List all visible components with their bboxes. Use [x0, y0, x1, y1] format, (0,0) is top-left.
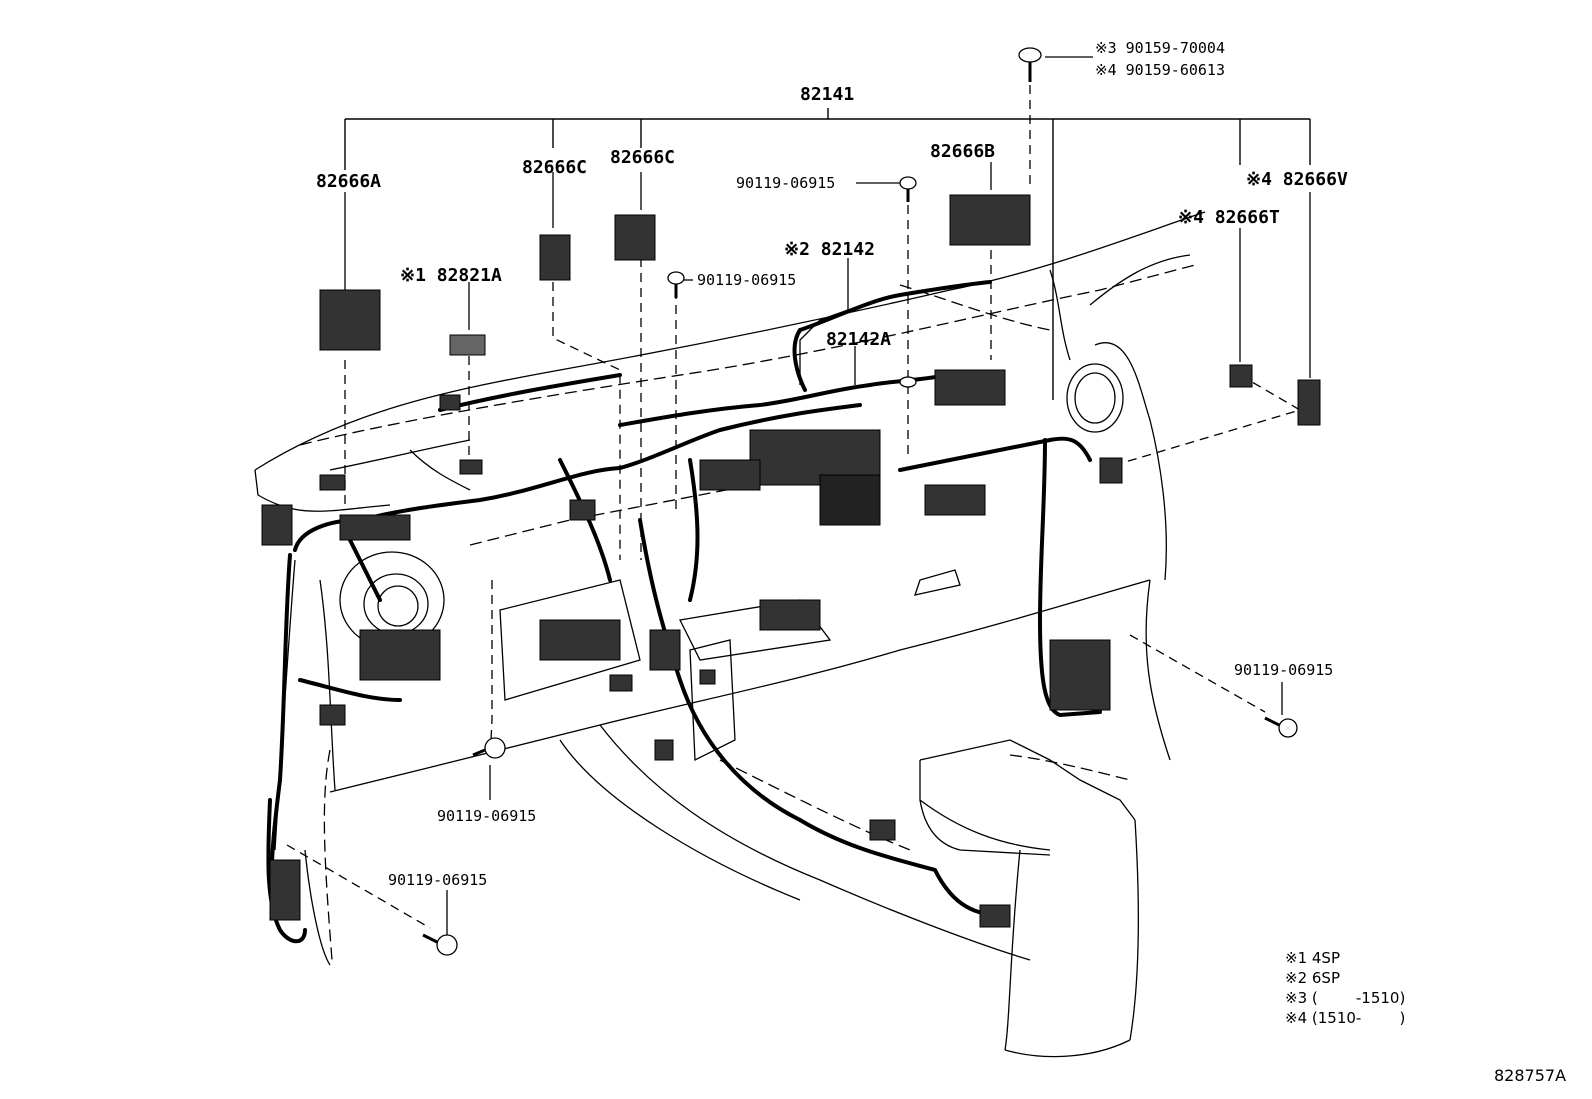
label-bolt-top-1: ※3 90159-70004 — [1095, 39, 1225, 57]
main-harness-bracket — [344, 108, 1311, 400]
body-reference-lines — [299, 264, 1196, 961]
label-bolt-a: 90119-06915 — [736, 174, 836, 192]
vent-outlet — [1066, 363, 1124, 433]
label-82821a: ※1 82821A — [400, 265, 502, 286]
label-82666v: ※4 82666V — [1246, 169, 1348, 190]
bolt-a-icon — [899, 176, 917, 202]
connector-82666b — [949, 194, 1031, 246]
label-82141: 82141 — [800, 84, 855, 105]
bolt-b-icon — [667, 271, 685, 298]
label-82142: ※2 82142 — [784, 239, 875, 260]
connector-82666v — [1297, 379, 1321, 426]
note-1: ※1 4SP — [1285, 949, 1340, 967]
label-bolt-top-2: ※4 90159-60613 — [1095, 61, 1225, 79]
bolt-d-icon — [472, 737, 506, 759]
label-bolt-d: 90119-06915 — [437, 807, 537, 825]
label-82666a: 82666A — [316, 171, 382, 192]
connectors — [261, 194, 1321, 928]
bolt-top-icon — [1018, 47, 1042, 82]
label-82666c-1: 82666C — [522, 157, 588, 178]
note-4: ※4 (1510- ) — [1285, 1009, 1406, 1027]
harness-wires — [266, 280, 1102, 944]
note-2: ※2 6SP — [1285, 969, 1340, 987]
label-82666b: 82666B — [930, 141, 996, 162]
label-82666c-2: 82666C — [610, 147, 676, 168]
label-82142a: 82142A — [826, 329, 892, 350]
connector-82666c-1 — [539, 234, 571, 281]
bolts — [422, 47, 1298, 956]
note-3: ※3 ( -1510) — [1285, 989, 1406, 1007]
instrument-panel-outline — [254, 211, 1206, 966]
label-bolt-b: 90119-06915 — [697, 271, 797, 289]
bolt-c-icon — [1264, 716, 1298, 738]
diagram-ref-code: 828757A — [1494, 1066, 1567, 1085]
label-82666t: ※4 82666T — [1178, 207, 1280, 228]
leader-82142 — [799, 258, 849, 385]
bolt-e-icon — [422, 933, 458, 956]
connector-82666a — [319, 289, 381, 351]
nut-icon — [899, 376, 917, 388]
connector-82666c-2 — [614, 214, 656, 261]
label-bolt-c: 90119-06915 — [1234, 661, 1334, 679]
center-console — [919, 739, 1139, 1058]
locator-lines — [286, 70, 1302, 929]
connector-82666t — [1229, 364, 1253, 388]
connector-82821a — [449, 334, 486, 356]
label-bolt-e: 90119-06915 — [388, 871, 488, 889]
